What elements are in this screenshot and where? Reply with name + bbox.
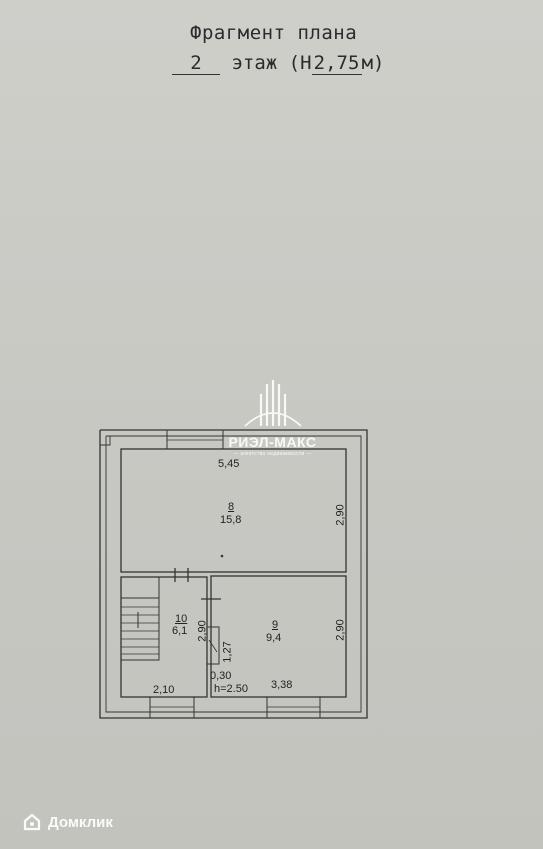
ceiling-height: 2,75	[311, 52, 362, 75]
inner-wall	[105, 435, 362, 713]
room-10-number: 10	[175, 613, 188, 625]
room-8-number: 8	[228, 501, 235, 513]
stair-top-wall	[120, 576, 160, 599]
duct-height: h=2.50	[214, 683, 248, 695]
room-9-bottom: 3,38	[271, 679, 293, 691]
room-10-outline	[120, 576, 208, 698]
room-10-bottom: 2,10	[153, 684, 175, 696]
height-unit: м)	[361, 52, 385, 74]
height-open: (Н	[288, 52, 312, 74]
watermark-tagline: — агентство недвижимости —	[233, 451, 312, 457]
top-width-label: 5,45	[218, 458, 240, 470]
room-10-side: 2,90	[196, 620, 209, 642]
window-bottom-right	[266, 696, 321, 719]
wall-step	[100, 436, 111, 446]
outer-wall	[99, 429, 368, 719]
room-9-number: 9	[272, 619, 279, 631]
window-bottom-left	[149, 696, 195, 719]
room-8-outline	[120, 448, 347, 573]
floor-number: 2	[172, 52, 220, 75]
room-10-area: 6,1	[172, 625, 188, 637]
domclick-logo: Домклик	[22, 812, 113, 832]
domclick-house-icon	[23, 813, 41, 831]
realty-watermark: РИЭЛ-МАКС — агентство недвижимости —	[205, 380, 340, 457]
watermark-brand: РИЭЛ-МАКС	[228, 434, 317, 450]
buildings-icon	[243, 380, 302, 427]
room-8-side: 2,90	[334, 504, 347, 526]
window-top	[166, 429, 224, 450]
floor-word: этаж	[231, 52, 278, 74]
room-8-area: 15,8	[220, 514, 242, 526]
duct	[206, 626, 220, 665]
duct-depth: 1,27	[221, 641, 234, 663]
document-title: Фрагмент плана	[190, 22, 358, 44]
room-9-area: 9,4	[266, 632, 282, 644]
domclick-label: Домклик	[48, 813, 113, 831]
duct-width: 0,30	[210, 670, 232, 682]
room-9-side: 2,90	[334, 619, 347, 641]
